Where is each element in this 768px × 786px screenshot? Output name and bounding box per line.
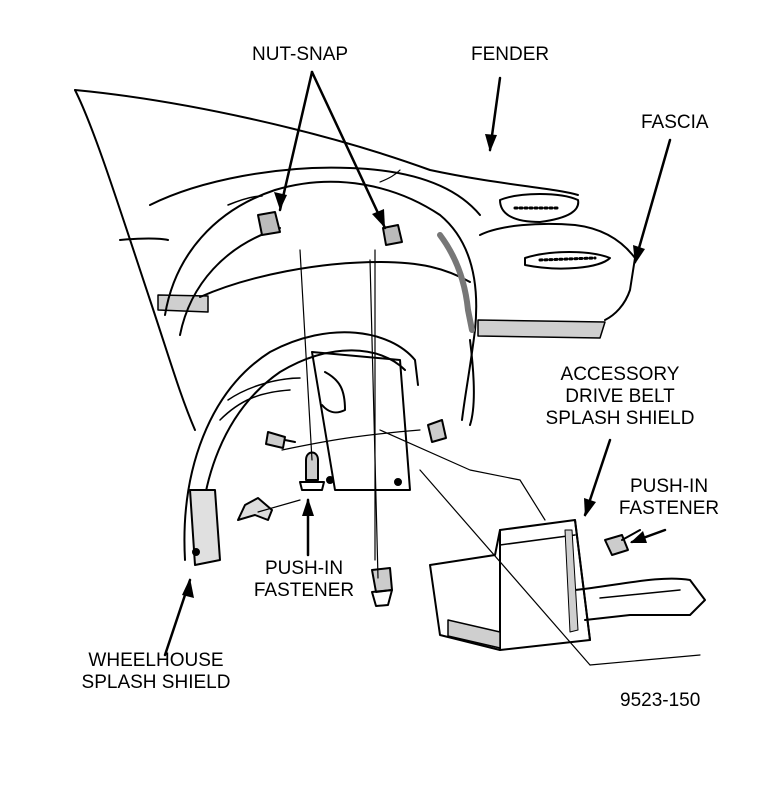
fascia — [469, 193, 636, 426]
wheelhouse-line-1: WHEELHOUSE — [88, 650, 224, 671]
nut-snap-left — [257, 211, 281, 236]
accessory-drive-belt-splash-shield — [429, 519, 706, 651]
screw-bottom-center — [371, 567, 393, 607]
push-in-center-line-1: PUSH-IN — [264, 558, 344, 579]
push-in-right-line-1: PUSH-IN — [629, 476, 709, 497]
wheelhouse-line-2: SPLASH SHIELD — [81, 672, 231, 693]
push-in-fastener-right — [604, 529, 641, 556]
push-in-center-line-2: FASTENER — [253, 580, 355, 601]
fascia-text: FASCIA — [641, 112, 709, 133]
fascia-label: FASCIA — [641, 112, 709, 134]
push-in-fastener-right-label: PUSH-IN FASTENER — [614, 476, 724, 520]
figure-number-text: 9523-150 — [620, 690, 701, 711]
screw-right-fender — [427, 419, 447, 443]
screw-lower-left — [237, 497, 273, 521]
wheelhouse-splash-shield — [183, 331, 419, 566]
leader-arrows — [163, 70, 672, 657]
fender-text: FENDER — [471, 44, 550, 65]
nut-snap-right — [382, 224, 403, 246]
push-in-right-line-2: FASTENER — [618, 498, 720, 519]
push-in-fastener-center-label: PUSH-IN FASTENER — [248, 558, 360, 602]
accessory-line-3: SPLASH SHIELD — [545, 408, 695, 429]
accessory-line-2: DRIVE BELT — [565, 386, 675, 407]
alignment-lines — [257, 249, 701, 666]
fender-label: FENDER — [471, 44, 549, 66]
nut-snap-text: NUT-SNAP — [252, 44, 349, 65]
arrowheads — [182, 134, 647, 598]
nut-snap-label: NUT-SNAP — [252, 44, 348, 66]
wheelhouse-splash-shield-label: WHEELHOUSE SPLASH SHIELD — [75, 650, 237, 694]
push-in-fastener-center — [299, 451, 325, 491]
accessory-drive-belt-splash-shield-label: ACCESSORY DRIVE BELT SPLASH SHIELD — [540, 364, 700, 430]
figure-number-label: 9523-150 — [620, 690, 700, 712]
screw-upper-left — [265, 431, 296, 449]
fender — [74, 89, 579, 431]
accessory-line-1: ACCESSORY — [560, 364, 680, 385]
